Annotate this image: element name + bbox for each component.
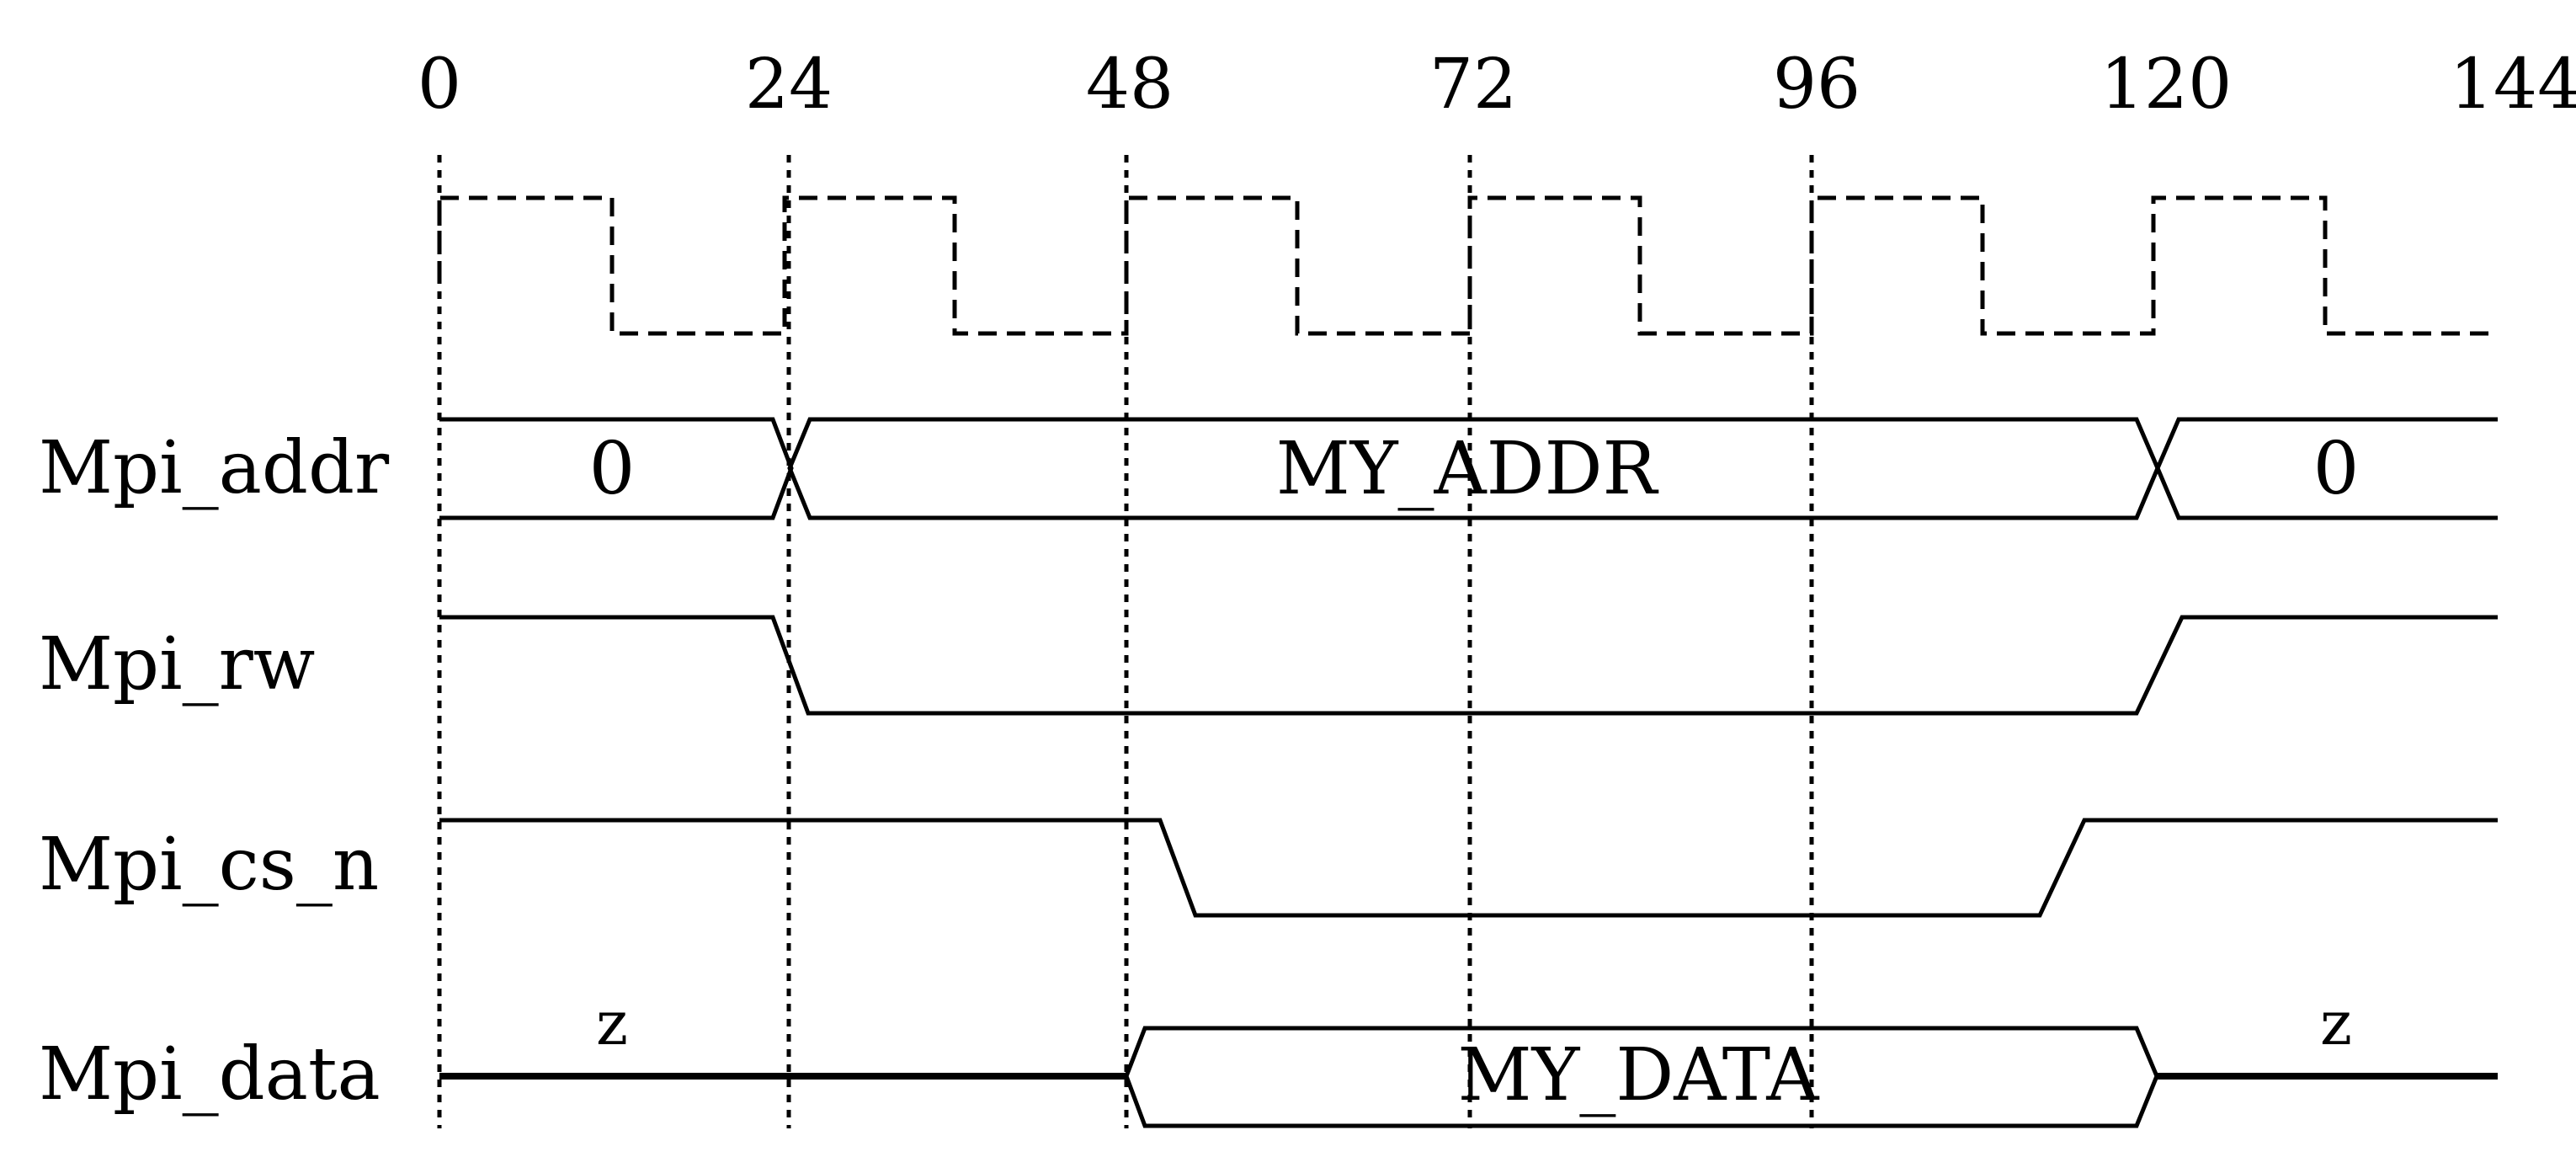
- mpi-addr-value-0-end: 0: [2313, 427, 2360, 511]
- signal-mpi-cs-n: Mpi_cs_n: [39, 818, 2498, 918]
- time-tick-120: 120: [2100, 45, 2233, 125]
- signal-mpi-rw: Mpi_rw: [39, 615, 2498, 716]
- time-gridlines: [437, 155, 1814, 1128]
- signal-label-mpi-rw: Mpi_rw: [39, 622, 315, 706]
- signal-mpi-addr: Mpi_addr 0 MY_ADDR 0: [39, 417, 2498, 520]
- mpi-addr-segment-3: [2155, 417, 2498, 520]
- signal-label-mpi-addr: Mpi_addr: [39, 426, 390, 510]
- time-tick-144: 144: [2450, 45, 2576, 125]
- signal-label-mpi-data: Mpi_data: [39, 1032, 381, 1117]
- mpi-cs-n-waveform: [439, 818, 2498, 918]
- signal-label-mpi-cs-n: Mpi_cs_n: [39, 823, 379, 907]
- clock-waveform: [437, 195, 2498, 336]
- time-tick-24: 24: [745, 45, 833, 125]
- mpi-data-value-z-start: z: [596, 988, 628, 1058]
- mpi-rw-waveform: [439, 615, 2498, 716]
- time-tick-96: 96: [1773, 45, 1860, 125]
- time-tick-0: 0: [418, 45, 461, 125]
- signal-mpi-data: Mpi_data z MY_DATA z: [39, 988, 2498, 1128]
- time-axis: 0 24 48 72 96 120 144: [418, 45, 2576, 125]
- time-tick-72: 72: [1429, 45, 1517, 125]
- mpi-data-value-z-end: z: [2320, 988, 2352, 1058]
- time-tick-48: 48: [1086, 45, 1174, 125]
- mpi-addr-value-0-start: 0: [589, 427, 636, 511]
- mpi-data-value-my-data: MY_DATA: [1458, 1033, 1820, 1117]
- clock-signal: [437, 195, 2498, 336]
- mpi-addr-value-my-addr: MY_ADDR: [1276, 427, 1659, 511]
